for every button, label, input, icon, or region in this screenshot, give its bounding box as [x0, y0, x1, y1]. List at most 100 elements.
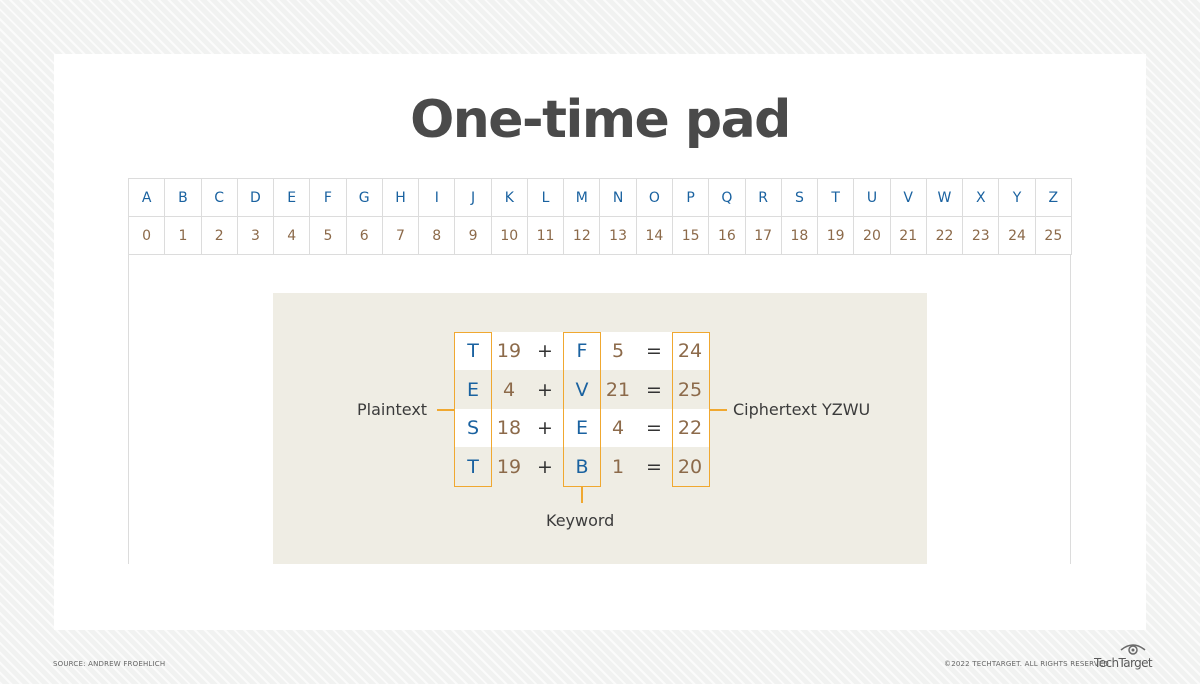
alphabet-letter-cell: R: [744, 178, 782, 217]
keyword-number: 1: [611, 456, 625, 478]
row-band: [454, 409, 709, 447]
plus-sign: +: [537, 379, 553, 401]
keyword-highlight-box: [563, 332, 601, 487]
alphabet-number-cell: 5: [309, 216, 347, 255]
alphabet-number-cell: 9: [454, 216, 492, 255]
alphabet-letter-cell: Z: [1034, 178, 1073, 217]
alphabet-letter-cell: C: [200, 178, 238, 217]
alphabet-number-cell: 20: [853, 216, 891, 255]
alphabet-number-cell: 17: [744, 216, 782, 255]
alphabet-number-cell: 15: [671, 216, 710, 255]
alphabet-number-cell: 21: [889, 216, 927, 255]
alphabet-number-cell: 4: [273, 216, 311, 255]
alphabet-number-cell: 11: [526, 216, 565, 255]
alphabet-number-cell: 12: [563, 216, 601, 255]
alphabet-number-cell: 13: [599, 216, 637, 255]
alphabet-letter-cell: G: [345, 178, 383, 217]
result-number: 24: [677, 340, 703, 362]
plaintext-letter: T: [467, 456, 479, 478]
equals-sign: =: [646, 340, 662, 362]
alphabet-number-cell: 7: [381, 216, 420, 255]
keyword-number: 4: [611, 417, 625, 439]
alphabet-letter-cell: B: [164, 178, 202, 217]
eye-logo-icon: [1120, 644, 1146, 655]
alphabet-letter-cell: I: [418, 178, 456, 217]
plaintext-number: 19: [496, 340, 522, 362]
plaintext-number: 18: [496, 417, 522, 439]
alphabet-number-cell: 3: [236, 216, 275, 255]
alphabet-letter-cell: N: [599, 178, 637, 217]
alphabet-letter-cell: X: [962, 178, 1000, 217]
alphabet-letter-cell: S: [780, 178, 819, 217]
alphabet-number-cell: 19: [817, 216, 855, 255]
ciphertext-label: Ciphertext YZWU: [733, 400, 871, 419]
alphabet-letter-cell: D: [236, 178, 275, 217]
alphabet-letter-cell: A: [127, 178, 166, 217]
alphabet-letter-cell: W: [925, 178, 964, 217]
keyword-letter: V: [575, 379, 589, 401]
plaintext-letter: S: [466, 417, 480, 439]
keyword-label: Keyword: [546, 511, 615, 530]
alphabet-letter-cell: K: [490, 178, 528, 217]
alphabet-letter-cell: T: [817, 178, 855, 217]
equals-sign: =: [646, 417, 662, 439]
page-title: One-time pad: [410, 90, 791, 150]
alphabet-number-cell: 24: [998, 216, 1036, 255]
alphabet-letter-cell: J: [454, 178, 492, 217]
equals-sign: =: [646, 379, 662, 401]
keyword-letter: F: [576, 340, 588, 362]
brand-logo-text: TechTarget: [1094, 656, 1153, 670]
alphabet-letter-cell: E: [273, 178, 311, 217]
keyword-connector: [581, 487, 583, 503]
alphabet-number-cell: 10: [490, 216, 528, 255]
alphabet-number-cell: 0: [127, 216, 166, 255]
keyword-letter: E: [575, 417, 588, 439]
alphabet-letter-cell: V: [889, 178, 927, 217]
result-number: 25: [677, 379, 703, 401]
alphabet-number-cell: 6: [345, 216, 383, 255]
alphabet-letter-cell: U: [853, 178, 891, 217]
plus-sign: +: [537, 456, 553, 478]
copyright-notice: ©2022 TECHTARGET. ALL RIGHTS RESERVED: [944, 660, 1110, 668]
ciphertext-highlight-box: [672, 332, 710, 487]
ciphertext-connector: [710, 409, 727, 411]
plus-sign: +: [537, 340, 553, 362]
keyword-number: 5: [611, 340, 625, 362]
plaintext-highlight-box: [454, 332, 492, 487]
plaintext-letter: E: [466, 379, 479, 401]
alphabet-letter-cell: Q: [708, 178, 746, 217]
source-credit: SOURCE: ANDREW FROEHLICH: [53, 660, 166, 668]
alphabet-number-cell: 23: [962, 216, 1000, 255]
result-number: 22: [677, 417, 703, 439]
plaintext-label: Plaintext: [357, 400, 428, 419]
plaintext-connector: [437, 409, 454, 411]
plaintext-number: 19: [496, 456, 522, 478]
alphabet-letter-cell: Y: [998, 178, 1036, 217]
alphabet-number-cell: 22: [925, 216, 964, 255]
equals-sign: =: [646, 456, 662, 478]
row-band: [454, 332, 709, 370]
alphabet-number-cell: 2: [200, 216, 238, 255]
alphabet-number-cell: 14: [635, 216, 673, 255]
alphabet-number-cell: 1: [164, 216, 202, 255]
alphabet-number-cell: 18: [780, 216, 819, 255]
plaintext-letter: T: [467, 340, 479, 362]
keyword-number: 21: [605, 379, 631, 401]
alphabet-letter-cell: F: [309, 178, 347, 217]
alphabet-letter-cell: P: [671, 178, 710, 217]
plus-sign: +: [537, 417, 553, 439]
alphabet-number-cell: 25: [1034, 216, 1073, 255]
diagram-frame: [128, 254, 1071, 564]
result-number: 20: [677, 456, 703, 478]
plaintext-number: 4: [502, 379, 516, 401]
alphabet-letter-cell: O: [635, 178, 673, 217]
alphabet-number-cell: 16: [708, 216, 746, 255]
alphabet-letter-cell: M: [563, 178, 601, 217]
alphabet-letter-cell: L: [526, 178, 565, 217]
keyword-letter: B: [575, 456, 589, 478]
alphabet-letter-cell: H: [381, 178, 420, 217]
alphabet-number-cell: 8: [418, 216, 456, 255]
